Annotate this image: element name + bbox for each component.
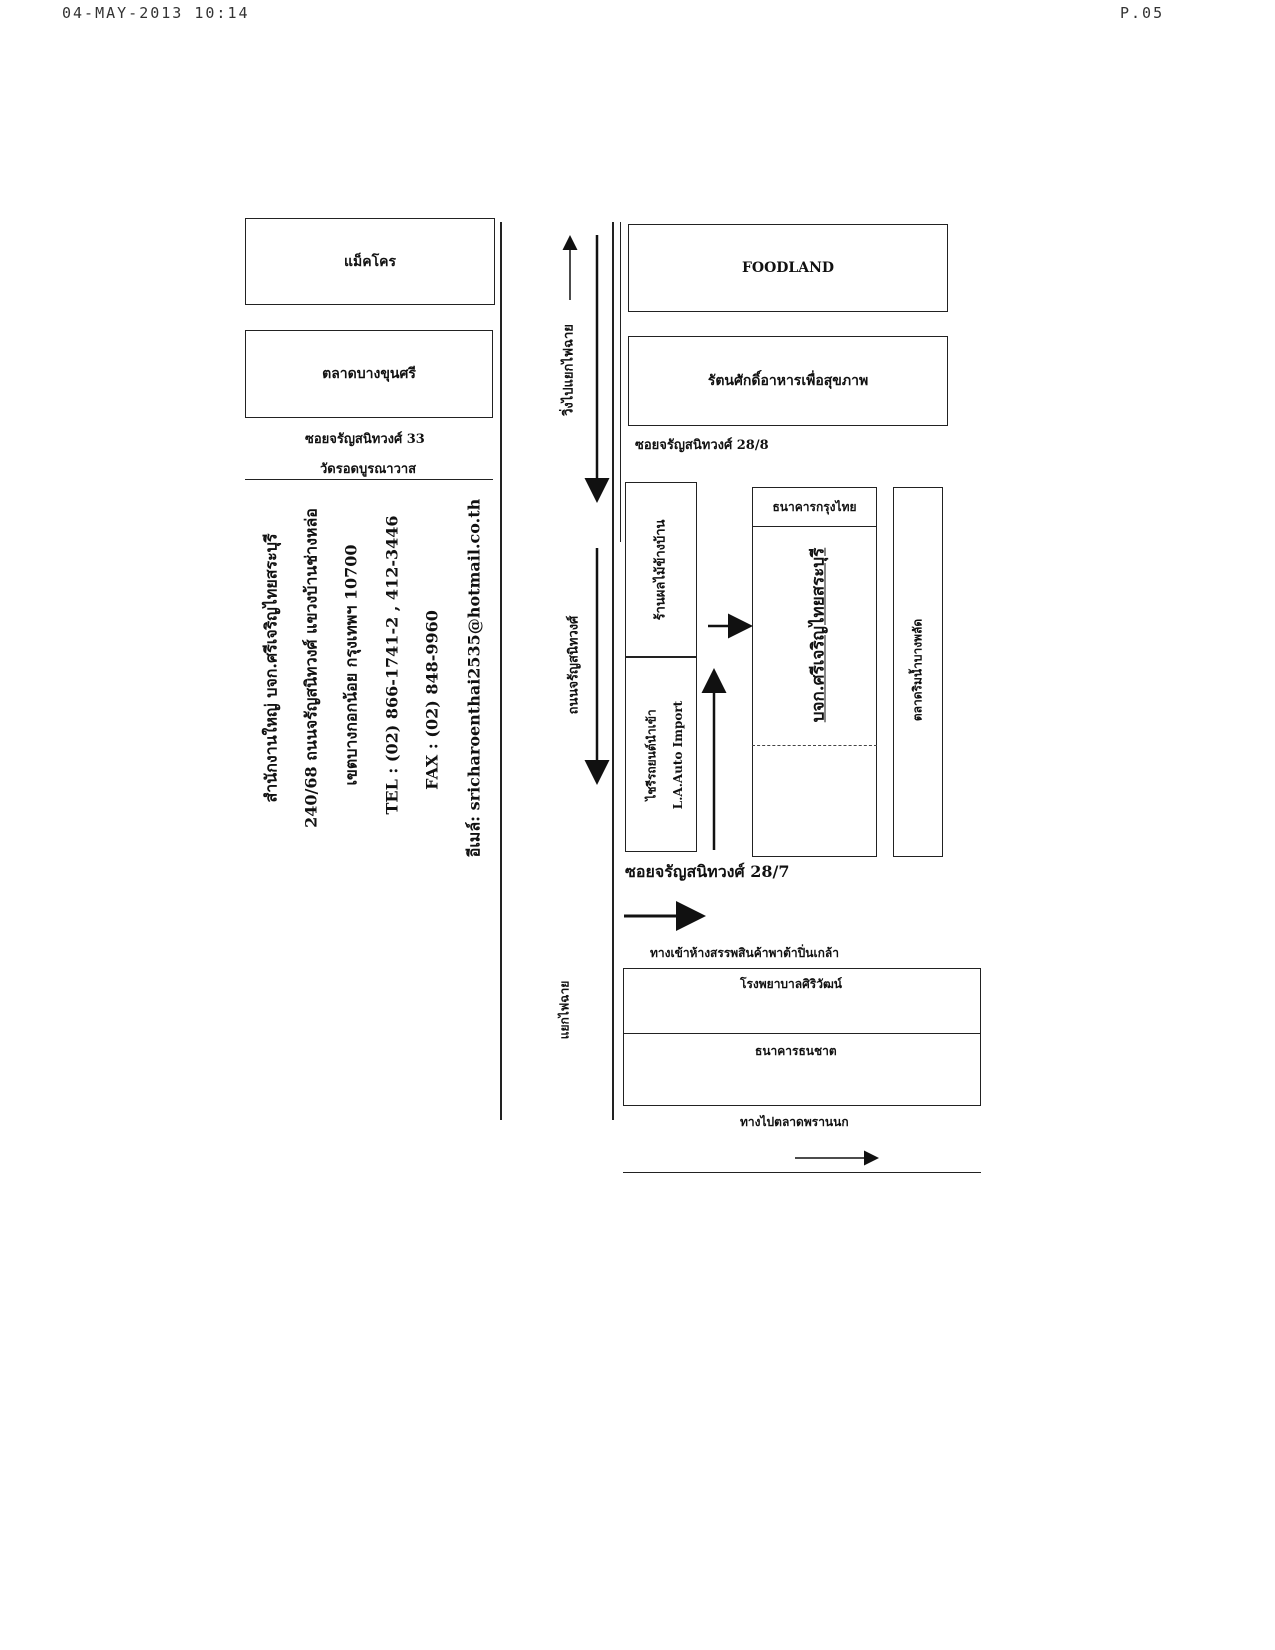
hospital-bank-divider [623,1033,981,1034]
fax-page-number: P.05 [1120,4,1165,22]
bangkhunsri-market-box: ตลาดบางขุนศรี [245,330,493,418]
hospital-label: โรงพยาบาลศิริวัฒน์ [740,977,842,991]
road-left-edge [500,222,502,1120]
mall-entrance-label: ทางเข้าห้างสรรพสินค้าพาต้าปิ่นเกล้า [650,946,839,960]
foodland-box: FOODLAND [628,224,948,312]
fruit-shop-box [625,482,697,657]
road-right-inner [620,222,621,542]
bottom-road-line [623,1172,981,1173]
auto-shop-box [625,657,697,852]
krungthai-bank-label: ธนาคารกรุงไทย [772,499,857,514]
bangkhunsri-market-label: ตลาดบางขุนศรี [322,366,416,382]
temple-label: วัดรอดบูรณาวาส [320,462,417,477]
thanachart-bank-label: ธนาคารธนชาต [755,1044,837,1058]
market-strip-box [893,487,943,857]
fax-timestamp: 04-MAY-2013 10:14 [62,4,250,22]
krungthai-bank-cell: ธนาคารกรุงไทย [752,487,877,527]
soi-33-label: ซอยจรัญสนิทวงศ์ 33 [305,432,425,447]
hospital-bank-box [623,968,981,1106]
makro-label: แม็คโคร [343,253,397,270]
left-soi-line [245,479,493,480]
road-right-edge [612,222,614,1120]
makro-box: แม็คโคร [245,218,495,305]
foodland-label: FOODLAND [741,260,835,276]
soi-28-7-label: ซอยจรัญสนิทวงศ์ 28/7 [625,862,790,881]
company-dash-line [752,745,877,746]
to-market-label: ทางไปตลาดพรานนก [740,1115,849,1129]
ratanasak-box: รัตนศักดิ์อาหารเพื่อสุขภาพ [628,336,948,426]
ratanasak-label: รัตนศักดิ์อาหารเพื่อสุขภาพ [707,373,869,389]
soi-28-8-label: ซอยจรัญสนิทวงศ์ 28/8 [635,438,769,453]
